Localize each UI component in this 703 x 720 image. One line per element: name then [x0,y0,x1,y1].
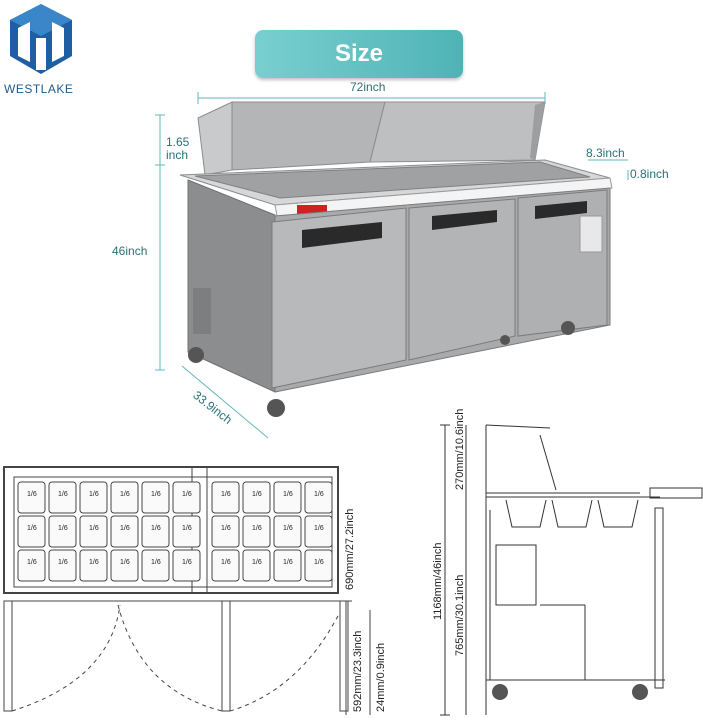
pan-slot [242,481,271,514]
pan-slot [172,549,201,582]
pan-label: 1/6 [252,491,262,498]
pan-label: 1/6 [252,525,262,532]
pan-slot [110,515,139,548]
height-label: 46inch [112,244,148,258]
total-height-label: 1168mm/46inch [432,542,444,620]
pan-label: 1/6 [89,491,99,498]
left-door[interactable] [271,207,407,389]
door-view-drawing [3,600,349,712]
pan-label: 1/6 [182,525,192,532]
middle-door-handle[interactable] [432,210,497,230]
pan-label: 1/6 [120,525,130,532]
pan-slot [242,515,271,548]
pan-slot [110,549,139,582]
pan-label: 1/6 [283,491,293,498]
cutting-board-thickness-label: 0.8inch [630,167,669,181]
pan-label: 1/6 [252,559,262,566]
pan-label: 1/6 [182,559,192,566]
pan-slot [304,515,333,548]
pan-slot [211,515,240,548]
pan-slot [172,515,201,548]
pan-slot [273,549,302,582]
door-depth-label: 592mm/23.3inch [352,630,364,712]
pan-slot [273,481,302,514]
pan-slot [211,481,240,514]
left-door-handle[interactable] [302,222,382,248]
gap-label: 24mm/0.9inch [375,642,387,712]
pan-label: 1/6 [27,491,37,498]
pan-label: 1/6 [151,559,161,566]
pan-label: 1/6 [27,559,37,566]
top-view-depth-label: 690mm/27.2inch [344,508,356,590]
pan-slot [79,481,108,514]
pan-label: 1/6 [151,525,161,532]
pan-label: 1/6 [120,491,130,498]
pan-label: 1/6 [120,559,130,566]
pan-label: 1/6 [151,491,161,498]
width-label: 72inch [350,80,386,94]
pan-label: 1/6 [89,525,99,532]
pan-slot [17,515,46,548]
brand-plate [297,205,327,215]
cabinet-body [187,179,611,393]
pan-label: 1/6 [27,525,37,532]
shield-height-label: 1.65 inch [166,135,190,162]
pan-slot [141,549,170,582]
pan-slot [242,549,271,582]
pan-label: 1/6 [89,559,99,566]
pan-label: 1/6 [221,559,231,566]
westlake-logo-icon [10,4,72,74]
size-title-banner: Size [255,30,463,78]
pan-slot [273,515,302,548]
pan-slot [48,549,77,582]
pan-slot [172,481,201,514]
pan-label: 1/6 [283,559,293,566]
pan-slot [304,549,333,582]
pan-slot [48,481,77,514]
pan-slot [211,549,240,582]
pan-slot [17,481,46,514]
sneeze-guard [197,101,546,176]
pan-slot [304,481,333,514]
pan-slot [17,549,46,582]
side-view-drawing [440,424,703,716]
pan-label: 1/6 [182,491,192,498]
work-height-label: 765mm/30.1inch [454,574,466,656]
casters [188,321,575,417]
pan-slot [79,515,108,548]
pan-label: 1/6 [221,491,231,498]
pan-label: 1/6 [58,559,68,566]
pan-label: 1/6 [314,491,324,498]
pan-slot [48,515,77,548]
pan-slot [79,549,108,582]
pan-label: 1/6 [58,491,68,498]
pan-label: 1/6 [283,525,293,532]
cutting-board-depth-label: 8.3inch [586,146,625,160]
brand-logo [6,2,76,82]
pan-slot [141,481,170,514]
shield-height-side-label: 270mm/10.6inch [454,408,466,490]
brand-name: WESTLAKE [4,82,74,96]
middle-door[interactable] [408,198,516,361]
pan-grid: 1/6 1/6 1/6 1/6 1/6 1/6 1/6 1/6 1/6 1/6 1/6 1/6 1/6 1… [17,481,333,582]
pan-label: 1/6 [58,525,68,532]
pan-label: 1/6 [221,525,231,532]
pan-slot [110,481,139,514]
pan-slot [141,515,170,548]
pan-label: 1/6 [314,559,324,566]
right-door-handle[interactable] [535,201,587,219]
pan-label: 1/6 [314,525,324,532]
